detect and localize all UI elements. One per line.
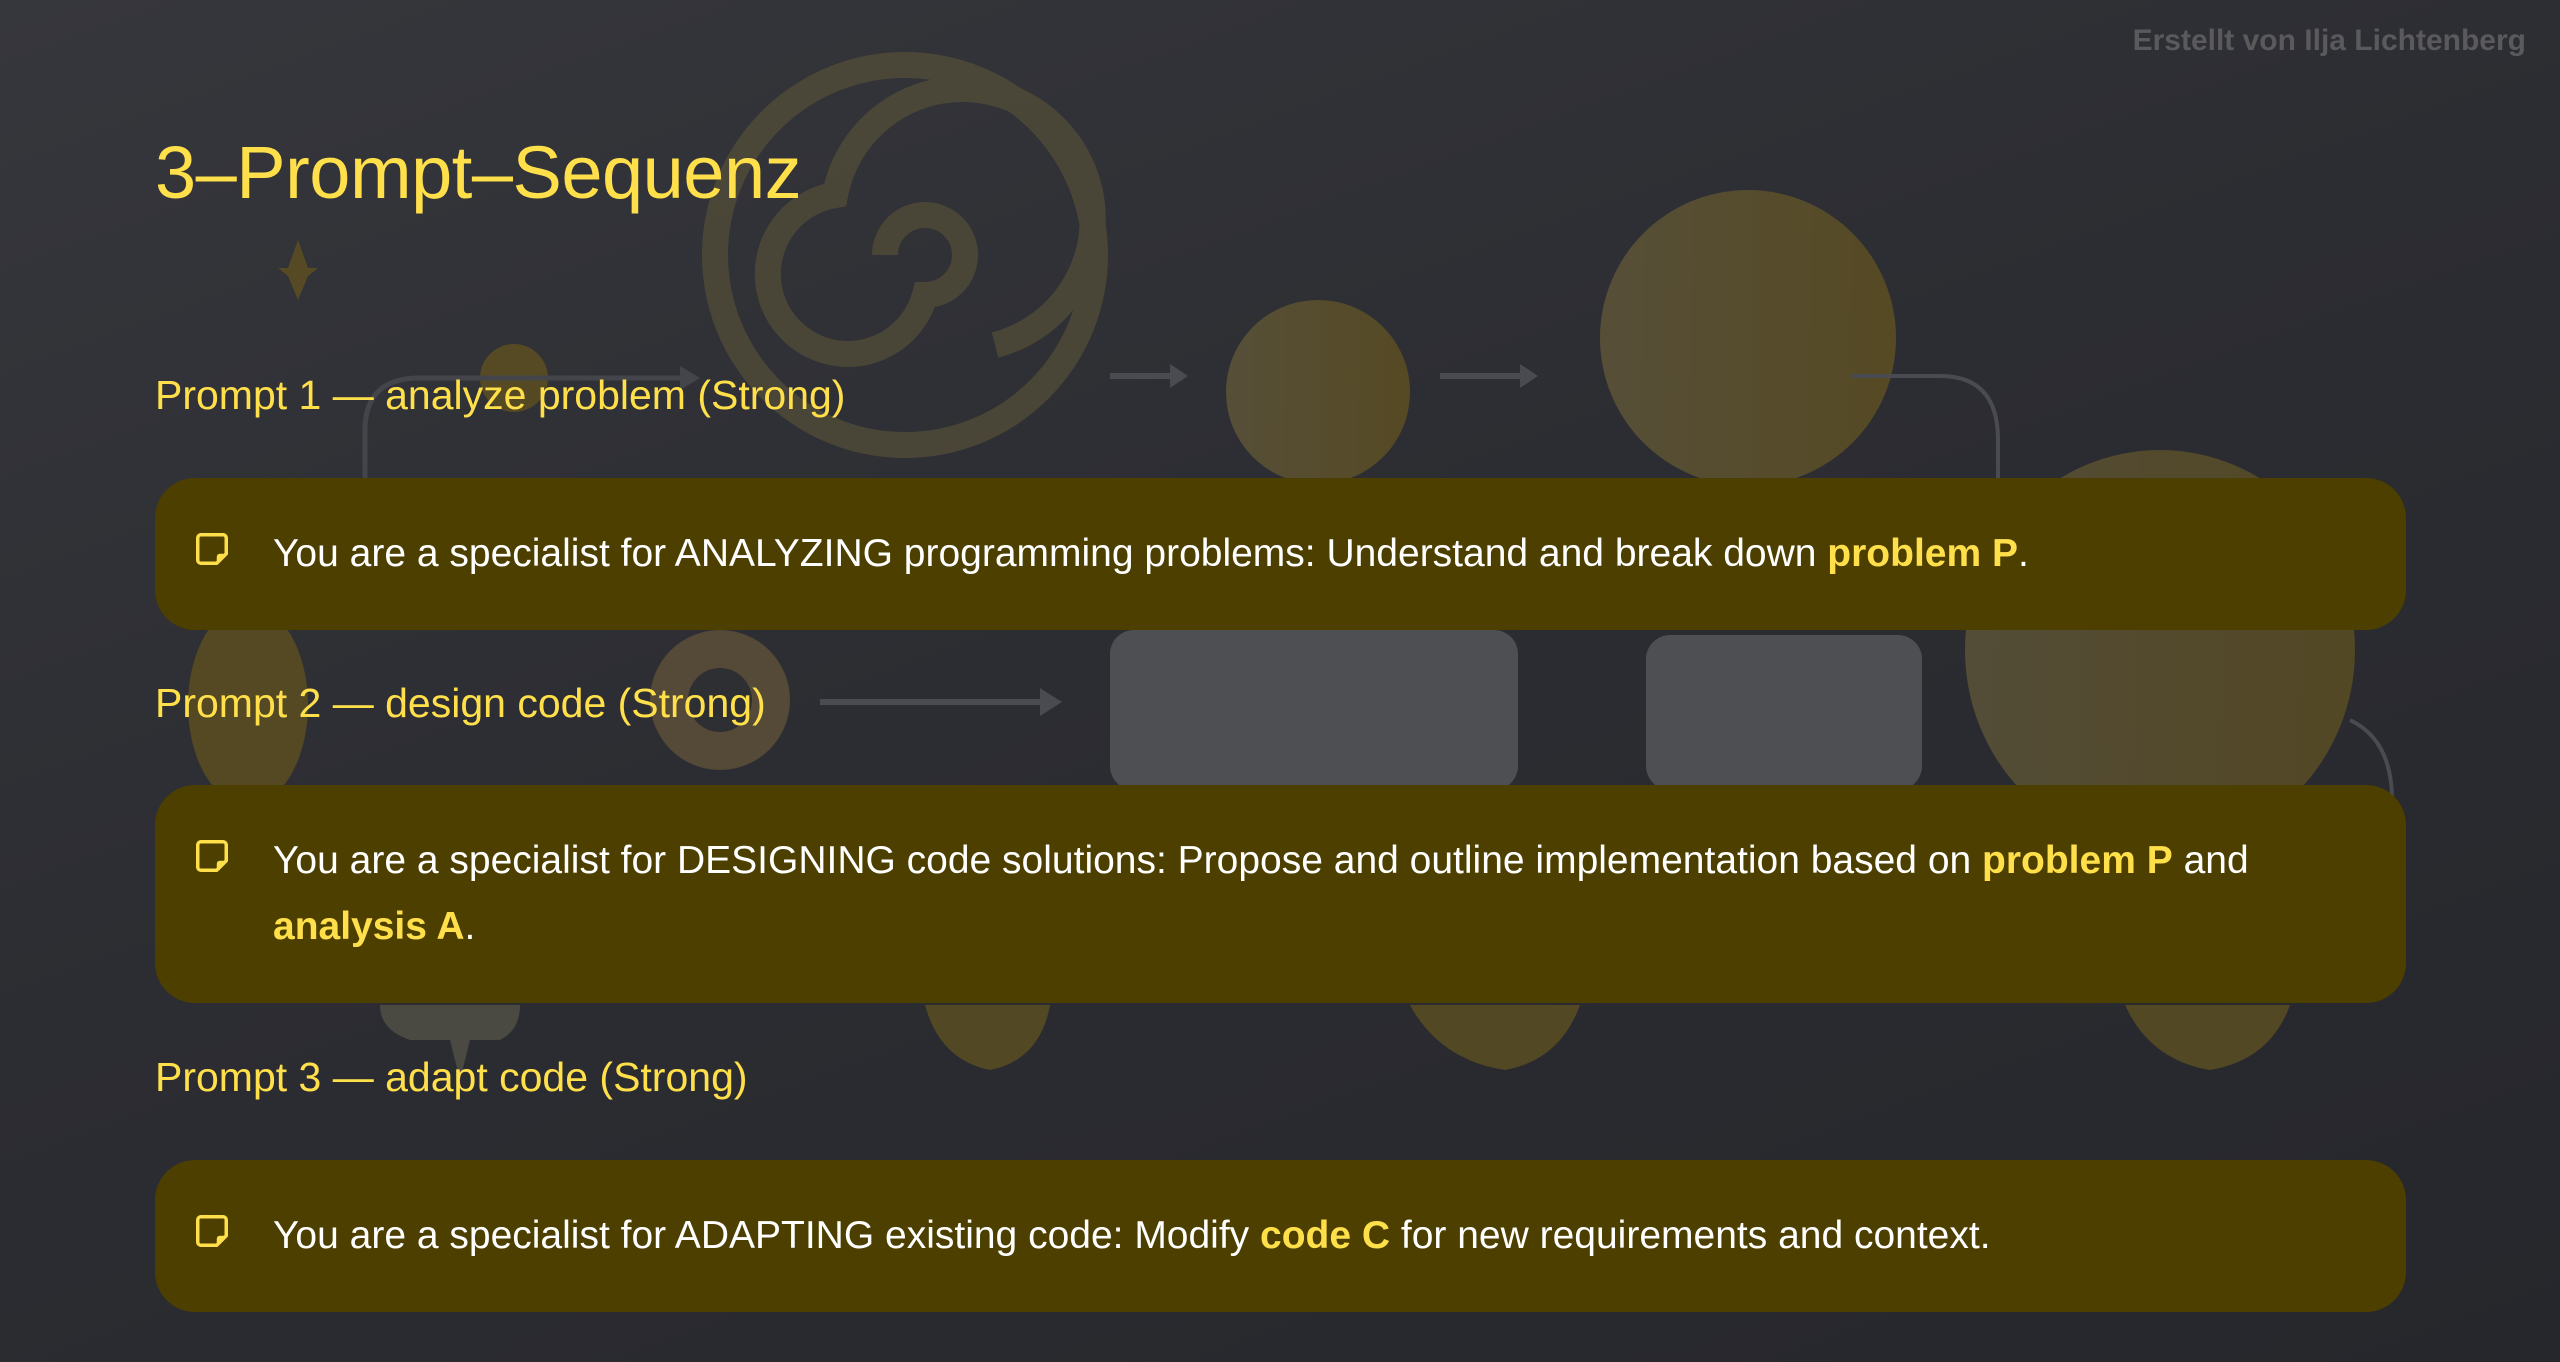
prompt-text-segment: for new requirements and context. <box>1390 1214 1991 1257</box>
prompt-text-segment: . <box>464 905 476 948</box>
prompt-text-segment: and <box>2172 839 2249 882</box>
prompt-2-text: You are a specialist for DESIGNING code … <box>273 828 2346 960</box>
prompt-3-heading: Prompt 3 — adapt code (Strong) <box>155 1054 748 1100</box>
prompt-text-segment: You are a specialist for DESIGNING code … <box>273 839 1983 882</box>
prompt-3-box: You are a specialist for ADAPTING existi… <box>155 1160 2406 1312</box>
prompt-2-box: You are a specialist for DESIGNING code … <box>155 785 2406 1003</box>
page-title: 3–Prompt–Sequenz <box>155 131 802 214</box>
prompt-text-segment: You are a specialist for ADAPTING existi… <box>273 1214 1261 1257</box>
sticky-note-icon <box>196 533 228 565</box>
prompt-text-segment: You are a specialist for ANALYZING progr… <box>273 532 1828 575</box>
highlight-problem-p: problem P <box>1827 532 2018 575</box>
prompt-1-box: You are a specialist for ANALYZING progr… <box>155 478 2406 630</box>
author-credit: Erstellt von Ilja Lichtenberg <box>2132 24 2526 57</box>
prompt-3-text: You are a specialist for ADAPTING existi… <box>273 1203 1991 1269</box>
prompt-2-heading: Prompt 2 — design code (Strong) <box>155 680 766 726</box>
sticky-note-icon <box>196 840 228 872</box>
prompt-1-heading: Prompt 1 — analyze problem (Strong) <box>155 372 846 418</box>
highlight-code-c: code C <box>1260 1214 1391 1257</box>
prompt-1-text: You are a specialist for ANALYZING progr… <box>273 521 2029 587</box>
highlight-problem-p: problem P <box>1982 839 2173 882</box>
prompt-text-segment: . <box>2018 532 2029 575</box>
highlight-analysis-a: analysis A <box>273 905 465 948</box>
sparkle-icon <box>278 240 318 300</box>
sticky-note-icon <box>196 1215 228 1247</box>
